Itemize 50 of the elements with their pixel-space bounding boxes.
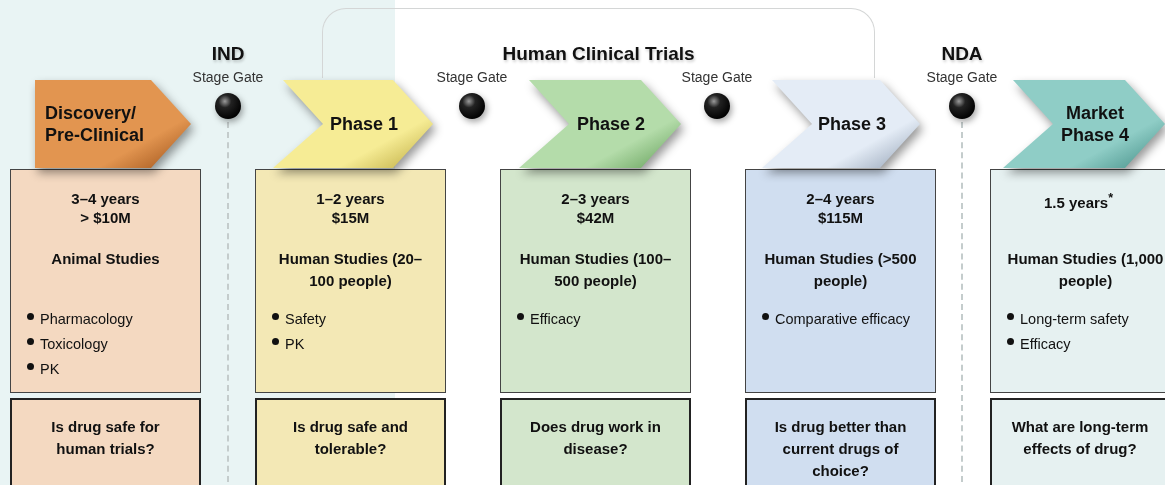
phase-title: Discovery/ Pre-Clinical xyxy=(45,102,146,146)
question-panel xyxy=(745,398,936,485)
phase-title: Market Phase 4 xyxy=(1059,102,1130,146)
question-panel xyxy=(500,398,691,485)
gate-heading: IND xyxy=(211,43,245,65)
question-panel xyxy=(10,398,201,485)
bullet-item: Toxicology xyxy=(27,335,194,353)
study-heading: Human Studies (>500 people) xyxy=(763,249,918,291)
question-panel xyxy=(255,398,446,485)
stage-stat: 1–2 years xyxy=(315,189,386,208)
bullet-item: Efficacy xyxy=(1007,335,1163,353)
study-heading: Human Studies (100–500 people) xyxy=(518,249,673,291)
stage-stat: 3–4 years xyxy=(70,189,141,208)
question-text: What are long-term effects of drug? xyxy=(1011,418,1149,457)
bullet-item: Pharmacology xyxy=(27,310,194,328)
question-text: Is drug safe for human trials? xyxy=(51,418,160,457)
stage-info-panel xyxy=(10,169,201,393)
question-text: Is drug safe and tolerable? xyxy=(293,418,408,457)
stage-info-panel xyxy=(990,169,1165,393)
study-heading: Human Studies (20–100 people) xyxy=(277,249,424,291)
stage-stat: 2–4 years xyxy=(805,189,876,208)
stage-info-panel xyxy=(500,169,691,393)
question-panel xyxy=(990,398,1165,485)
gate-label: Stage Gate xyxy=(681,69,753,86)
stage-info-panel xyxy=(255,169,446,393)
gate-label: Stage Gate xyxy=(192,69,264,86)
stage-stat: $15M xyxy=(330,208,371,227)
gate-label: Stage Gate xyxy=(926,69,998,86)
stage-stat: > $10M xyxy=(79,208,132,227)
stage-stat: 2–3 years xyxy=(560,189,631,208)
bullet-item: PK xyxy=(272,335,439,353)
phase-title: Phase 3 xyxy=(816,113,887,135)
bullet-item: Efficacy xyxy=(517,310,684,328)
gate-label: Stage Gate xyxy=(436,69,508,86)
bullet-item: PK xyxy=(27,360,194,378)
stage-stat: $42M xyxy=(575,208,616,227)
bullet-item: Long-term safety xyxy=(1007,310,1163,328)
stage-stat: 1.5 years$^{*}$ xyxy=(1042,190,1115,212)
phase-title: Phase 1 xyxy=(328,113,399,135)
study-heading: Animal Studies xyxy=(50,249,161,269)
group-title: Human Clinical Trials xyxy=(502,43,695,65)
question-text: Is drug better than current drugs of choice? xyxy=(774,418,907,479)
stage-stat: $115M xyxy=(816,208,864,227)
stage-info-panel xyxy=(745,169,936,393)
question-text: Does drug work in disease? xyxy=(530,418,661,457)
bullet-item: Comparative efficacy xyxy=(762,310,929,328)
phase-title: Phase 2 xyxy=(575,113,646,135)
bullet-item: Safety xyxy=(272,310,439,328)
study-heading: Human Studies (1,000 people) xyxy=(1006,249,1165,291)
gate-heading: NDA xyxy=(941,43,983,65)
